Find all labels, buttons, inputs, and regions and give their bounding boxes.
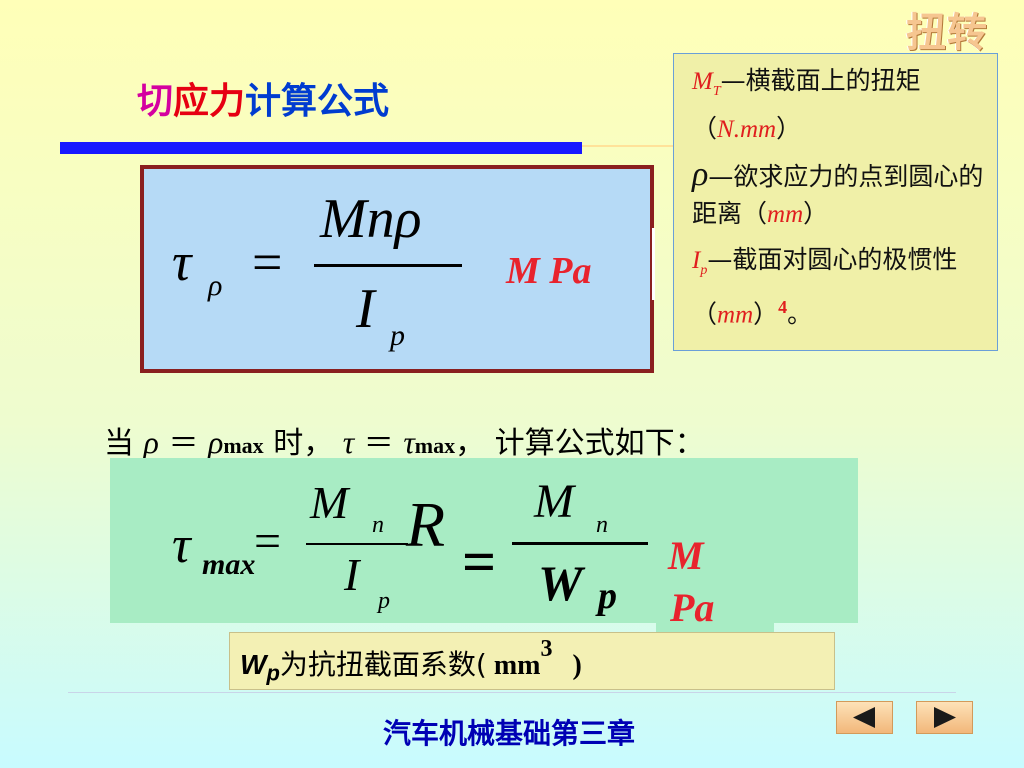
max-condition-text: 当 ρ ＝ ρmax 时， τ ＝ τmax， 计算公式如下： [104,418,705,462]
fraction-bar-1 [306,543,408,545]
cond-rho-2: ρ [208,424,224,460]
rho-symbol: ρ [692,156,709,193]
cond-suffix: 计算公式如下： [494,426,705,461]
frac2-den-w: W [538,555,583,611]
cond-tau: τ [342,424,355,460]
cond-mid: 时， [273,426,334,461]
tau-max-symbol: τ [172,517,191,574]
frac1-den-sub-p: p [378,588,390,614]
box-edge-highlight [652,228,655,300]
mt-sub: T [712,84,721,99]
cond-sub-max-1: max [223,433,264,458]
unit-bg-extension [656,622,774,634]
mt-text: —横截面上的扭矩（ [692,66,921,143]
max-shear-stress-formula-box: τ max = M n I p R = M n W p M Pa [110,458,858,630]
equals-sign: = [252,232,283,292]
wp-exponent: 3 [540,635,553,662]
fraction-bar-2 [512,542,648,545]
shear-stress-formula-box: τ ρ = Mnρ I p M Pa [140,165,654,373]
footer-chapter-title: 汽车机械基础第三章 [383,717,636,750]
equals-sign-1: = [254,515,282,568]
ip-exponent: 4 [778,297,788,317]
frac2-num-m: M [534,475,574,528]
previous-slide-button[interactable] [836,701,893,734]
page-title: 切应力计算公式 [137,72,389,124]
wp-sub-p: p [266,660,280,686]
title-part-1: 切 [137,81,174,122]
wp-text: 为抗扭截面系数( [279,648,487,681]
footer-divider [68,692,956,693]
title-part-2: 应力 [173,81,246,122]
triangle-right-icon [934,707,956,728]
next-slide-button[interactable] [916,701,973,734]
frac1-num-sub-n: n [372,512,384,538]
wp-close: ) [572,650,582,681]
triangle-left-icon [853,707,875,728]
cond-eq-2: ＝ [363,426,394,461]
corner-title: 扭转 [906,10,988,56]
rho-text: —欲求应力的点到圆心的距离（ [692,162,984,228]
numerator-mn-rho: Mnρ [320,188,422,250]
cond-sub-max-2: max [414,433,456,458]
rho-unit: mm [767,201,804,228]
note-rho: ρ—欲求应力的点到圆心的距离（mm） [692,156,987,233]
title-underline [60,142,582,154]
section-modulus-note: Wp为抗扭截面系数( mm3) [229,632,835,690]
ip-text: —截面对圆心的极惯性（ [692,245,958,329]
fraction-bar [314,264,462,267]
ip-sub: p [700,263,708,278]
denominator-i: I [356,278,375,340]
ip-symbol: I [692,247,701,274]
equals-sign-2: = [462,529,497,595]
tau-sub-max: max [202,548,256,581]
ip-end: 。 [787,299,813,329]
frac2-num-sub-n: n [596,512,608,538]
cond-rho: ρ [143,424,159,460]
unit-m: M [668,533,704,578]
mt-close: ） [776,114,802,143]
note-torque: MT—横截面上的扭矩（N.mm） [692,62,987,148]
ip-unit: mm [717,301,754,329]
cond-prefix: 当 [104,426,134,461]
frac2-den-sub-p: p [598,575,617,617]
mt-unit: N.mm [717,116,777,143]
ip-close: ） [753,299,779,329]
radius-r: R [406,489,446,560]
symbol-notes-box: MT—横截面上的扭矩（N.mm） ρ—欲求应力的点到圆心的距离（mm） Ip—截… [673,53,998,351]
wp-unit-mm: mm [486,650,541,681]
tau-symbol: τ [172,232,192,292]
wp-w: W [240,649,267,680]
frac1-den-i: I [344,549,360,600]
frac1-num-m: M [310,477,349,528]
cond-tau-2: τ [403,424,415,460]
rho-close: ） [803,199,829,228]
title-underline-thin [582,145,678,147]
tau-sub-rho: ρ [208,269,223,302]
unit-mpa: M Pa [506,250,592,292]
denominator-sub-p: p [390,319,405,352]
cond-comma: ， [455,426,486,461]
cond-eq-1: ＝ [168,426,199,461]
mt-symbol: M [692,68,713,95]
note-ip: Ip—截面对圆心的极惯性（mm）4。 [692,241,987,333]
title-part-3: 计算公式 [245,81,390,122]
